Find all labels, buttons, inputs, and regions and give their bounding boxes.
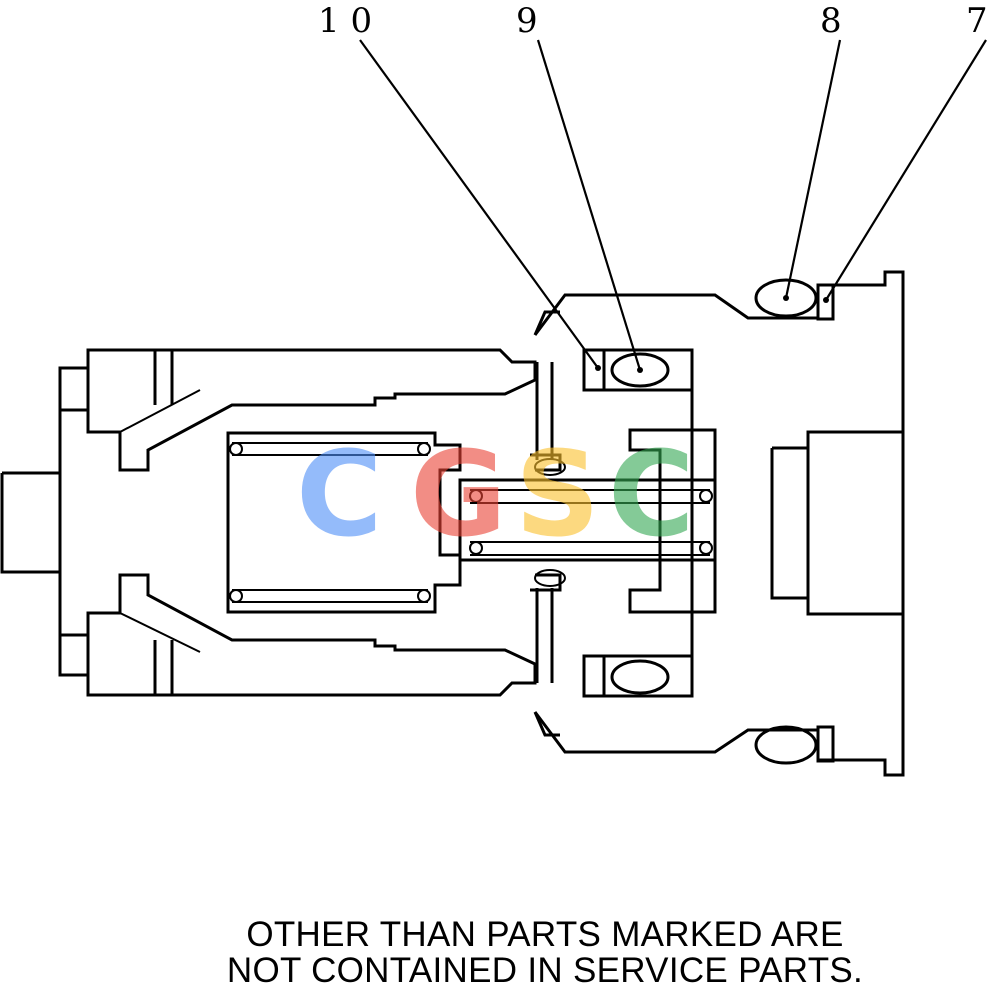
leader-8 xyxy=(784,39,842,299)
leader-10 xyxy=(359,39,599,369)
callout-numbers: 1 0 9 8 7 xyxy=(318,1,988,41)
watermark-letter-c1: C xyxy=(296,425,383,563)
top-bearing-carrier xyxy=(533,270,905,777)
leader-9 xyxy=(536,39,642,371)
vertical-stems xyxy=(535,362,554,683)
callout-9: 9 xyxy=(516,1,538,41)
callout-7: 7 xyxy=(966,1,988,41)
right-seals xyxy=(754,278,835,765)
piston-bore xyxy=(226,431,462,614)
callout-10: 1 0 xyxy=(318,1,372,41)
left-housing xyxy=(0,348,537,697)
watermark-letter-c2: C xyxy=(608,425,695,563)
watermark-letter-g: G xyxy=(410,425,507,563)
watermark: C G S C xyxy=(296,425,695,563)
callout-leaders xyxy=(359,39,987,373)
leader-7 xyxy=(825,39,987,301)
end-cap xyxy=(770,430,903,616)
service-note-line-1: OTHER THAN PARTS MARKED ARE xyxy=(246,915,844,954)
callout-8: 8 xyxy=(820,1,842,41)
watermark-letter-s: S xyxy=(515,425,600,563)
center-spool xyxy=(458,428,717,614)
service-note-line-2: NOT CONTAINED IN SERVICE PARTS. xyxy=(226,951,864,990)
